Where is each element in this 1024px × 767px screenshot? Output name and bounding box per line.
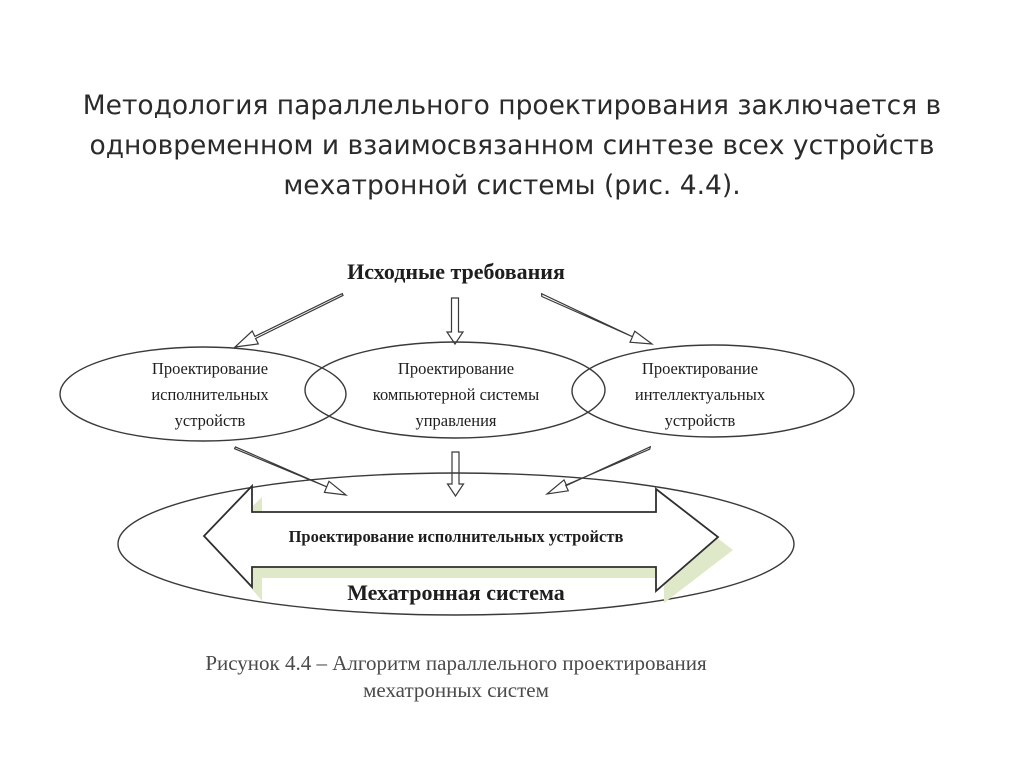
double-arrow-label: Проектирование исполнительных устройств: [289, 527, 624, 546]
arrow-to-center-ellipse: [445, 297, 465, 346]
ellipse-2-line-1: Проектирование: [398, 359, 514, 378]
arrow-from-right-ellipse: [544, 445, 652, 495]
ellipse-intelligent-devices: [571, 344, 855, 438]
ellipse-3-line-2: интеллектуальных: [635, 385, 766, 404]
arrow-from-left-ellipse: [233, 446, 349, 496]
ellipse-2-line-2: компьютерной системы: [373, 385, 539, 404]
ellipse-3-line-3: устройств: [665, 411, 736, 430]
ellipse-2-line-3: управления: [415, 411, 496, 430]
slide-paragraph: Методология параллельного проектирования…: [40, 86, 984, 206]
slide-line: одновременном и взаимосвязанном синтезе …: [89, 130, 935, 161]
arrow-to-left-ellipse: [233, 292, 344, 348]
double-arrow: [202, 483, 720, 593]
mechatronic-system-label: Мехатронная система: [347, 580, 565, 605]
ellipse-1-line-1: Проектирование: [152, 359, 268, 378]
ellipse-control-system: [304, 341, 606, 439]
ellipse-mechatronic-system: [117, 472, 795, 616]
requirements-label: Исходные требования: [347, 259, 565, 284]
ellipse-actuators: [59, 346, 347, 442]
slide-line: Методология параллельного проектирования…: [82, 90, 942, 121]
ellipse-1-line-3: устройств: [175, 411, 246, 430]
figure-caption-line-1: Рисунок 4.4 – Алгоритм параллельного про…: [205, 651, 707, 675]
ellipse-3-line-1: Проектирование: [642, 359, 758, 378]
arrow-to-right-ellipse: [540, 292, 655, 345]
ellipse-1-line-2: исполнительных: [151, 385, 269, 404]
figure-caption-line-2: мехатронных систем: [363, 678, 549, 702]
slide-line: мехатронной системы (рис. 4.4).: [283, 170, 741, 201]
arrow-from-center-ellipse: [446, 451, 465, 498]
